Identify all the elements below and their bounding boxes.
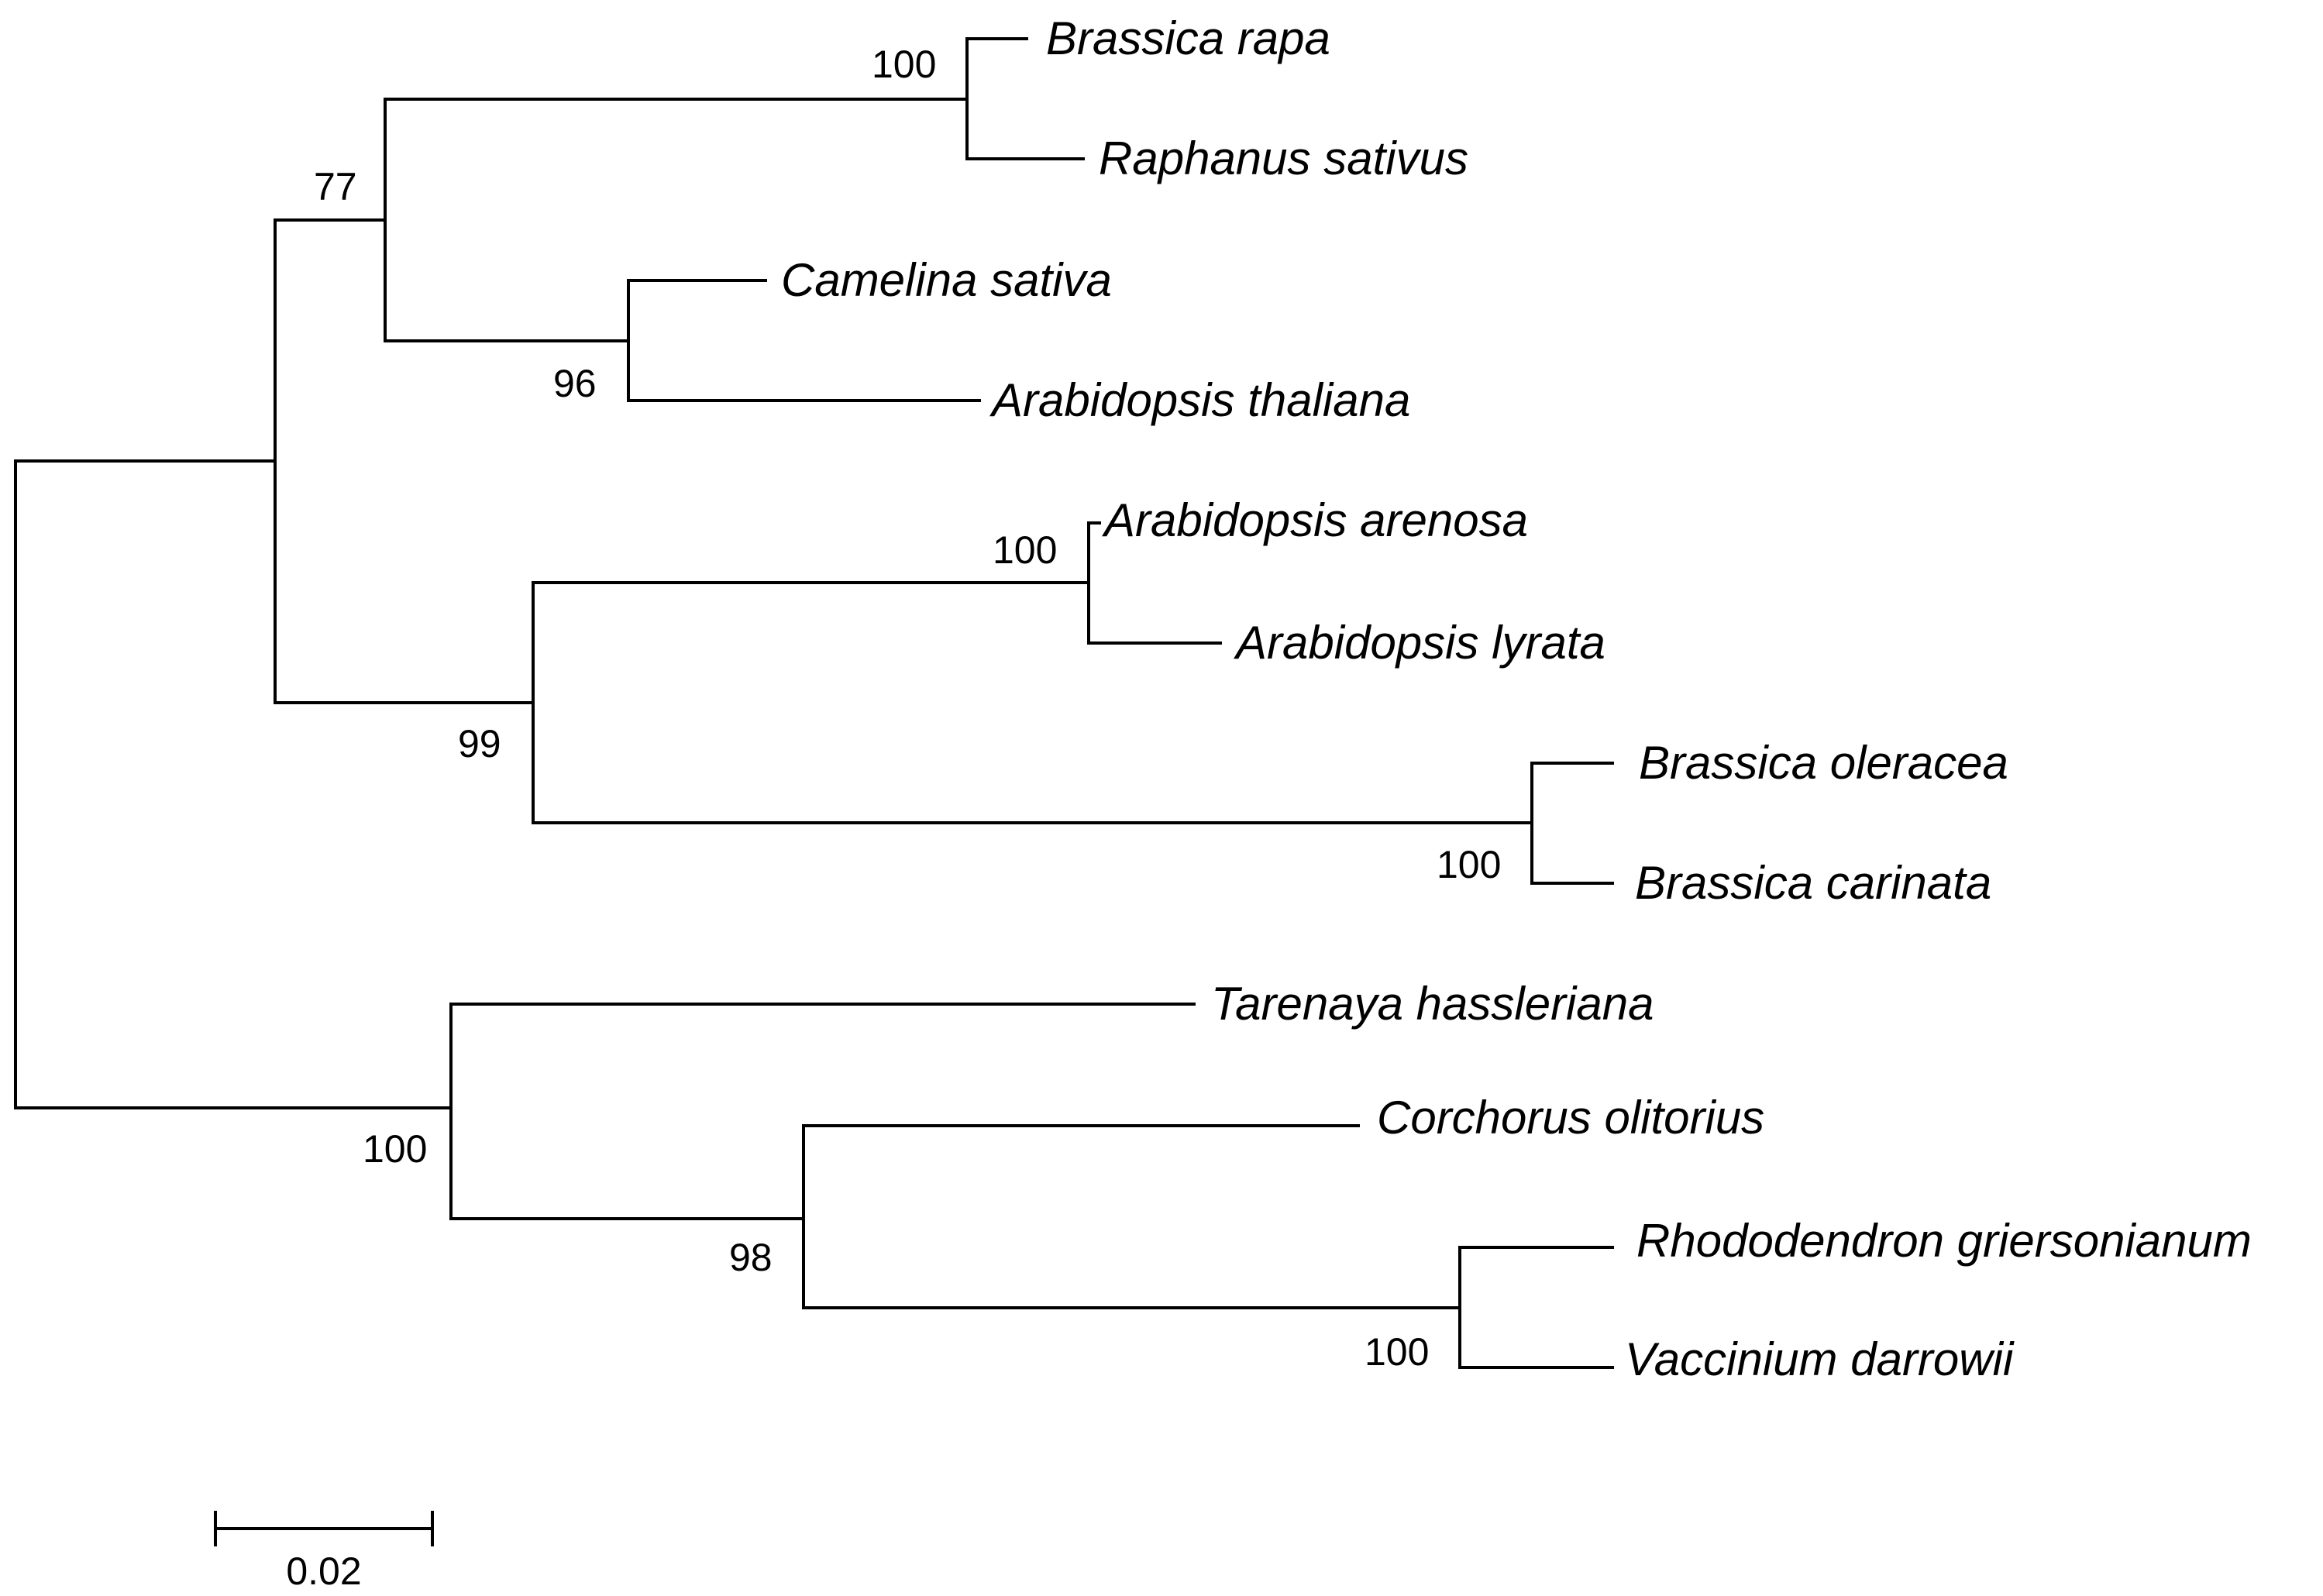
support-value: 96: [553, 362, 597, 405]
taxon-label: Corchorus olitorius: [1377, 1092, 1764, 1144]
taxon-label: Arabidopsis thaliana: [989, 374, 1410, 426]
support-value: 100: [993, 528, 1057, 572]
taxon-label: Camelina sativa: [781, 254, 1112, 306]
support-value: 100: [363, 1127, 427, 1171]
taxon-label: Arabidopsis arenosa: [1102, 494, 1528, 546]
taxon-label: Arabidopsis lyrata: [1234, 617, 1605, 669]
taxon-label: Raphanus sativus: [1099, 132, 1468, 184]
taxon-label: Brassica carinata: [1635, 857, 1991, 909]
support-values: 100 77 96 100 99 100 100 98 100: [314, 43, 1501, 1374]
taxon-label: Brassica rapa: [1046, 12, 1330, 64]
support-value: 100: [872, 43, 936, 86]
support-value: 100: [1437, 843, 1501, 886]
taxon-label: Rhododendron griersonianum: [1636, 1215, 2252, 1267]
scale-bar-label: 0.02: [286, 1550, 361, 1593]
scale-bar-line: [214, 1511, 434, 1546]
taxon-label: Tarenaya hassleriana: [1211, 978, 1654, 1030]
taxon-label: Brassica oleracea: [1639, 737, 2008, 789]
tree-branches: [14, 37, 1614, 1369]
taxon-label: Vaccinium darrowii: [1625, 1333, 2015, 1385]
support-value: 98: [729, 1236, 773, 1279]
support-value: 77: [314, 165, 357, 208]
taxon-labels: Brassica rapa Raphanus sativus Camelina …: [781, 12, 2252, 1385]
support-value: 99: [458, 722, 501, 765]
scale-bar: 0.02: [214, 1511, 434, 1593]
support-value: 100: [1365, 1330, 1429, 1374]
